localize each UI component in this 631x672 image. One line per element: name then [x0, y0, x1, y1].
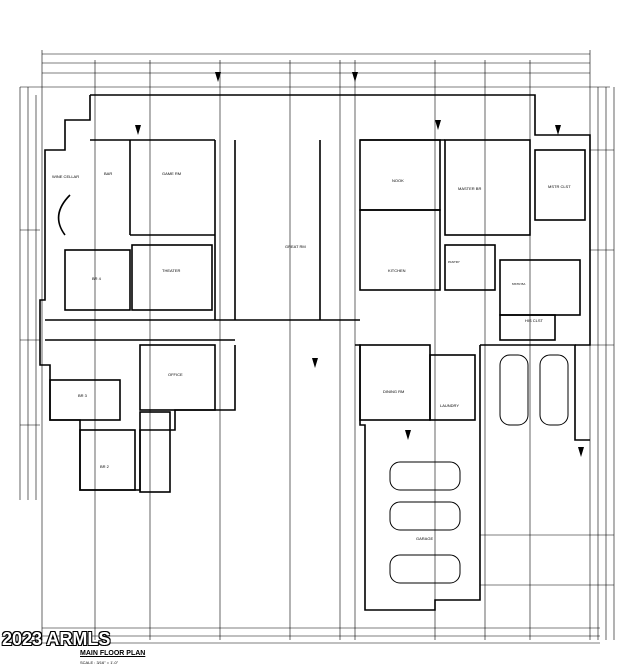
watermark-text: 2023 ARMLS	[2, 629, 111, 649]
room-label-theater: THEATER	[162, 268, 180, 273]
dimension-lines	[19, 50, 615, 644]
garage-cars	[389, 354, 569, 584]
room-label-bar: BAR	[104, 171, 112, 176]
room-label-mstr-ba: MSTR BA	[512, 282, 525, 286]
room-label-br4: BR 4	[92, 276, 102, 281]
room-label-wine-cellar: WINE CELLAR	[52, 174, 79, 179]
room-label-nook: NOOK	[392, 178, 404, 183]
section-markers	[135, 72, 584, 457]
room-label-pantry: PANTRY	[448, 260, 460, 264]
room-label-br3: BR 3	[78, 393, 88, 398]
room-labels: WINE CELLAR BAR GAME RM THEATER GREAT RM…	[52, 171, 571, 541]
room-label-office: OFFICE	[168, 372, 183, 377]
room-label-laundry: LAUNDRY	[440, 403, 459, 408]
plan-scale: SCALE : 3/16" = 1'-0"	[80, 660, 119, 665]
room-label-br2: BR 2	[100, 464, 110, 469]
room-label-mstr-clst: MSTR CLST	[548, 184, 571, 189]
room-label-kitchen: KITCHEN	[388, 268, 406, 273]
room-label-garage: GARAGE	[416, 536, 433, 541]
room-label-his-clst: HIS CLST	[525, 318, 544, 323]
walls	[39, 94, 591, 611]
room-label-master-br: MASTER BR	[458, 186, 481, 191]
plan-title: MAIN FLOOR PLAN	[80, 650, 146, 657]
room-label-game-rm: GAME RM	[162, 171, 181, 176]
room-label-dining-rm: DINING RM	[383, 389, 404, 394]
room-label-great-rm: GREAT RM	[285, 244, 306, 249]
